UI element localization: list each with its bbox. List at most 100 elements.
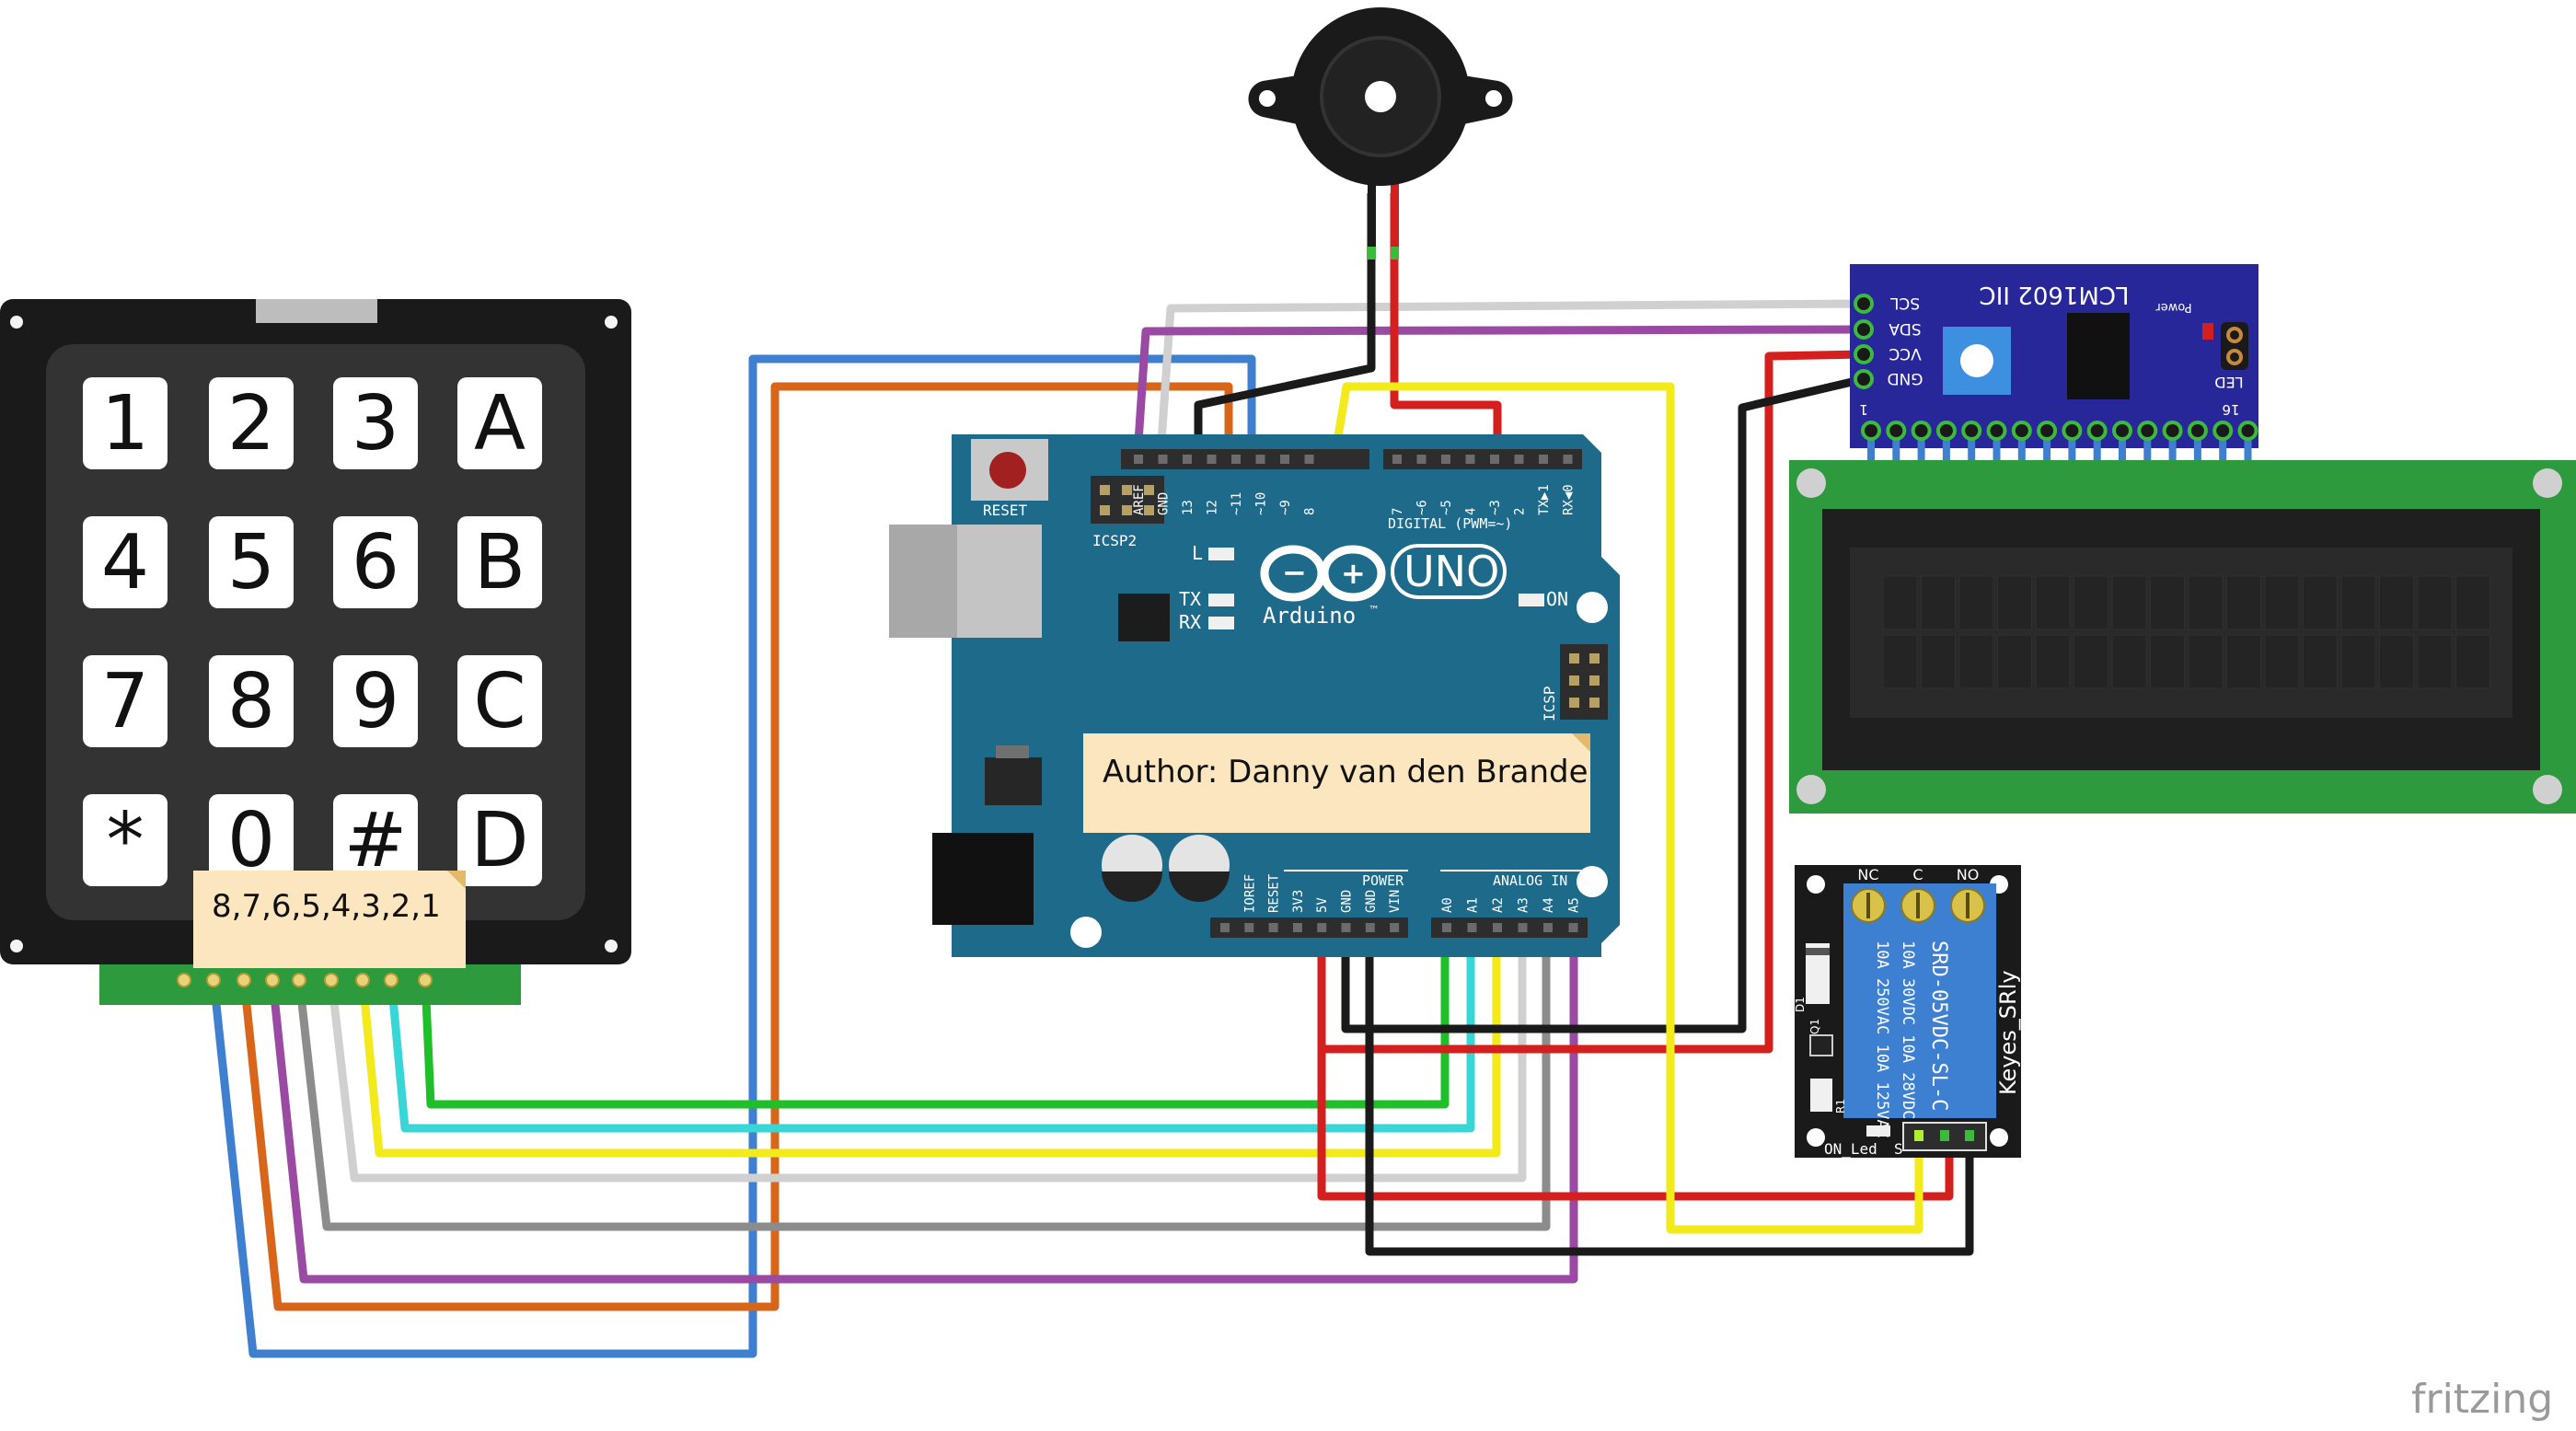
lcd-screw-tr xyxy=(2533,468,2562,498)
arduino-logo xyxy=(1260,545,1386,602)
arduino-note-text: Author: Danny van den Brande xyxy=(1103,754,1588,791)
arduino-brand: Arduino xyxy=(1263,603,1356,629)
keypad-pin xyxy=(324,973,339,987)
analog-pin xyxy=(1442,923,1451,932)
digital-header-2 xyxy=(1383,449,1582,469)
keypad-key-label: 2 xyxy=(227,380,275,467)
icsp-pin xyxy=(1589,675,1600,686)
keypad-note-text: 8,7,6,5,4,3,2,1 xyxy=(212,888,441,925)
wire-yellow-relay xyxy=(1333,382,1923,1234)
digital-pin xyxy=(1158,455,1168,464)
i2c-contrast-knob xyxy=(1960,344,1993,377)
power-pin-label: IOREF xyxy=(1242,874,1257,913)
fritzing-watermark: fritzing xyxy=(2411,1376,2553,1423)
i2c-lcd-pin xyxy=(1961,421,1982,441)
power-pin-label: GND xyxy=(1364,890,1379,913)
relay-pin-gnd xyxy=(1965,1130,1974,1141)
lcd-cell xyxy=(1997,634,2032,689)
digital-pin xyxy=(1183,455,1192,464)
wire-black-gnd xyxy=(1341,375,1866,1033)
lcd-cell xyxy=(1921,575,1956,630)
i2c-lcd-pin xyxy=(2137,421,2158,441)
digital-label: DIGITAL (PWM=~) xyxy=(1388,515,1512,532)
buzzer-lead-green-2 xyxy=(1391,247,1399,260)
keypad-pins xyxy=(177,973,433,987)
i2c-lcd-pin xyxy=(2112,421,2132,441)
buzzer-mount-hole-l xyxy=(1259,90,1276,107)
wire-white-keypad xyxy=(327,929,1527,1183)
icsp-pins xyxy=(1569,653,1600,708)
keypad-key-label: 0 xyxy=(227,797,275,884)
digital-pin xyxy=(1441,455,1450,464)
wire-red-buzzer xyxy=(1390,193,1502,442)
keypad-screw-br xyxy=(605,940,618,952)
digital-pin-label: 2 xyxy=(1513,508,1528,515)
relay-top-label: NO xyxy=(1957,866,1980,883)
icsp2-header xyxy=(1091,476,1164,524)
keypad-key-label: 1 xyxy=(101,380,149,467)
keypad-key-label: 8 xyxy=(227,658,275,745)
i2c-lcd-pin xyxy=(2086,421,2108,441)
icsp-pin xyxy=(1569,675,1579,686)
digital-pin-label: 7 xyxy=(1391,508,1405,515)
digital-pin-label: 4 xyxy=(1464,508,1479,515)
power-pin xyxy=(1268,923,1278,932)
keypad-key-label: A xyxy=(474,380,526,467)
reset-button xyxy=(989,452,1026,489)
analog-pin xyxy=(1568,923,1578,932)
relay-hole-br xyxy=(1990,1128,2008,1147)
lcd-screw-br xyxy=(2533,775,2562,804)
analog-pin xyxy=(1518,923,1528,932)
relay-top-label: NC xyxy=(1857,866,1878,883)
lcd-cell xyxy=(2150,575,2185,630)
keypad-key-label: 9 xyxy=(352,658,399,745)
mount-hole-1 xyxy=(1577,592,1608,623)
analog-pin-label: A0 xyxy=(1440,897,1455,913)
keypad-key-label: 6 xyxy=(352,519,399,606)
lcd-cell xyxy=(2417,634,2453,689)
power-jack xyxy=(932,833,1034,925)
logo-minus: − xyxy=(1282,555,1307,590)
uno-badge xyxy=(1391,544,1507,599)
i2c-lcd-pin xyxy=(1911,421,1932,441)
i2c-chip xyxy=(2067,313,2130,399)
digital-pin-label: 13 xyxy=(1181,500,1196,515)
i2c-lcd-pin xyxy=(2212,421,2234,441)
led-on xyxy=(1519,594,1544,606)
i2c-pin-label: VCC xyxy=(1889,344,1921,363)
analog-pin-label: A4 xyxy=(1542,897,1556,913)
power-header xyxy=(1210,917,1408,938)
lcd-cell xyxy=(2455,575,2490,630)
icsp2-pin xyxy=(1144,485,1154,495)
keypad-connector-tab xyxy=(256,299,377,323)
mount-hole-2 xyxy=(1577,866,1608,897)
usb-port-shade xyxy=(957,525,1042,638)
icsp2-pin xyxy=(1122,485,1132,495)
keypad-pin xyxy=(292,973,306,987)
keypad-key-label: B xyxy=(474,519,526,606)
keypad-key xyxy=(457,794,542,886)
wires xyxy=(209,193,1974,1358)
i2c-led-label: LED xyxy=(2214,374,2243,391)
icsp2-pin xyxy=(1100,485,1110,495)
relay-s-label: S xyxy=(1894,1140,1903,1158)
wire-red-lcd-vcc xyxy=(1322,350,1865,1054)
lcd-cell xyxy=(1921,634,1956,689)
i2c-pin-label: SDA xyxy=(1889,319,1922,338)
relay-pin-s xyxy=(1914,1130,1923,1141)
i2c-lcd-pin xyxy=(2162,421,2183,441)
led-l xyxy=(1208,548,1234,560)
wire-black-relay-gnd xyxy=(1365,929,1974,1256)
lcd-screw-bl xyxy=(1796,775,1826,804)
power-pin-label: 5V xyxy=(1315,897,1330,913)
i2c-side-pin xyxy=(1854,344,1874,364)
wire-purple-keypad xyxy=(268,929,1578,1284)
power-pin xyxy=(1390,923,1400,932)
lcd-cell xyxy=(2188,575,2224,630)
digital-header-1 xyxy=(1121,449,1369,469)
i2c-side-pins xyxy=(1854,294,1874,389)
icsp2-label: ICSP2 xyxy=(1092,532,1137,549)
